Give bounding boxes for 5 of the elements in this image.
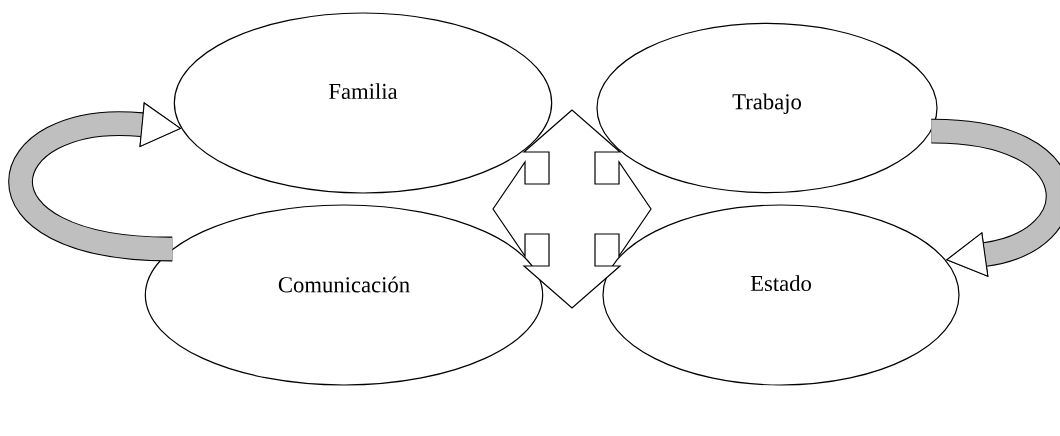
ellipse-node: Comunicación	[144, 204, 544, 386]
ellipse-node: Trabajo	[596, 22, 938, 194]
curved-block-arrow	[930, 118, 1060, 278]
ellipse-node: Familia	[173, 12, 553, 194]
ellipse-node: Estado	[602, 204, 960, 386]
